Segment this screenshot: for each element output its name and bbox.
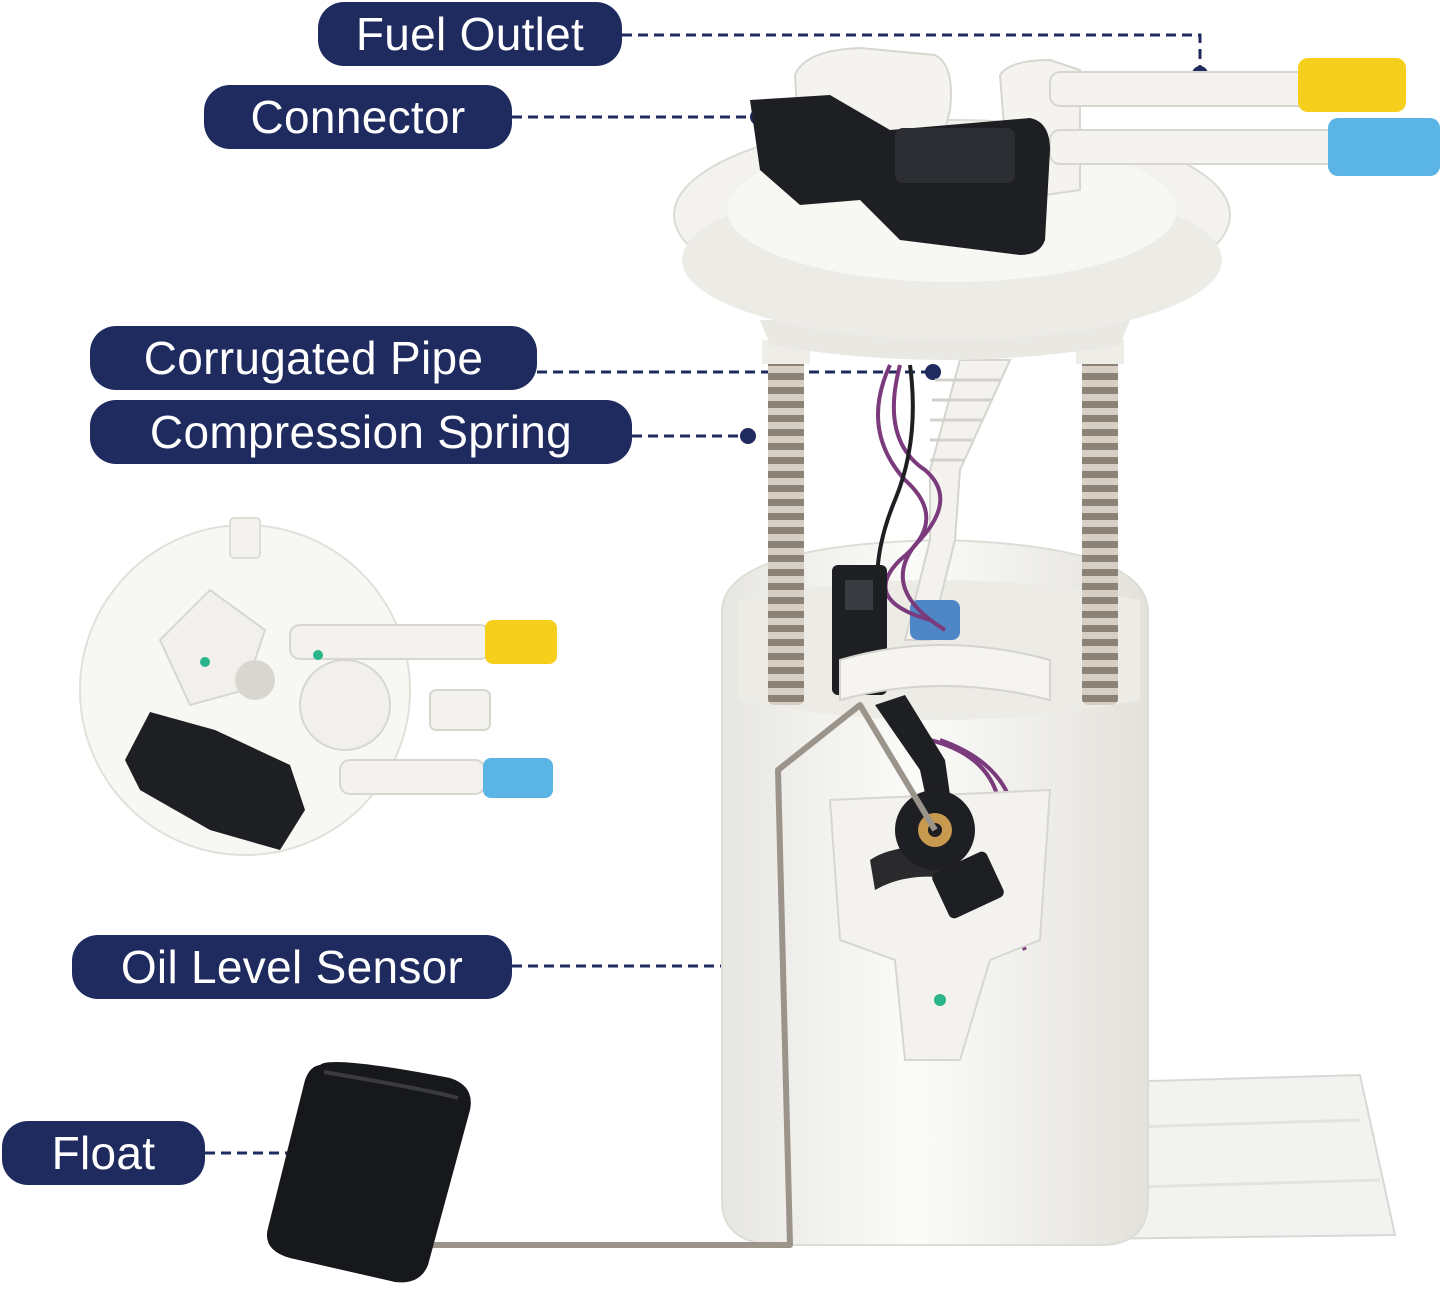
- compression-springs: [762, 340, 1124, 705]
- level-sensor-assembly: [828, 695, 1052, 1061]
- spring-right: [1082, 355, 1118, 705]
- retainer-bracket: [839, 644, 1051, 702]
- float-arm: [340, 702, 938, 1248]
- label-compression-spring: Compression Spring: [90, 400, 632, 464]
- float: [266, 1061, 471, 1283]
- fitting-yellow-main: [1298, 58, 1406, 112]
- fitting-yellow-inset: [485, 620, 557, 664]
- dot-compression-spring: [740, 428, 756, 444]
- label-fuel-outlet: Fuel Outlet: [318, 2, 622, 66]
- label-connector: Connector: [204, 85, 512, 149]
- label-float: Float: [2, 1121, 205, 1185]
- leader-fuel-outlet: [622, 33, 1202, 72]
- main-connector: [750, 95, 1050, 255]
- label-corrugated-pipe: Corrugated Pipe: [90, 326, 537, 390]
- fitting-blue-main: [1328, 118, 1440, 176]
- spring-left: [768, 355, 804, 705]
- dot-corrugated-pipe: [925, 364, 941, 380]
- fitting-blue-inset: [483, 758, 553, 798]
- inset-flange-top-view: [79, 517, 557, 856]
- corrugated-pipe: [903, 359, 1012, 641]
- label-oil-level-sensor: Oil Level Sensor: [72, 935, 512, 999]
